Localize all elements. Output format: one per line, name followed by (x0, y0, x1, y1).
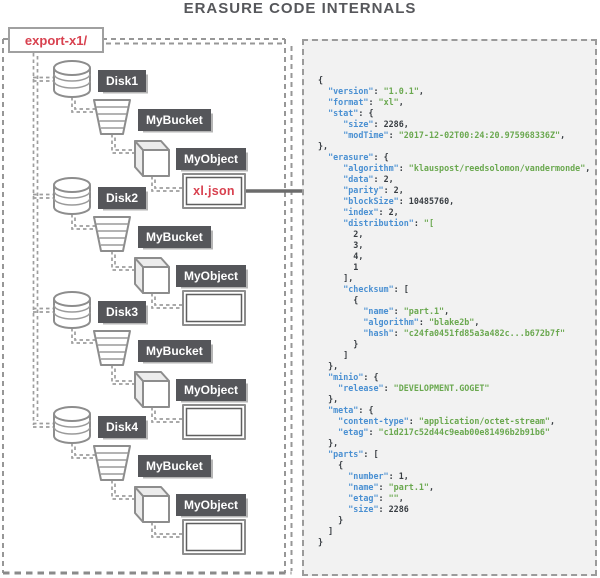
code-line: "modTime": "2017-12-02T00:24:20.97596833… (343, 130, 566, 140)
bucket-label-4: MyBucket (138, 455, 211, 477)
code-line: "parity": 2, (343, 185, 404, 195)
code-line: "number": 1, (348, 471, 409, 481)
code-line: "format": "xl", (328, 97, 404, 107)
code-line: } (318, 515, 344, 525)
export-root-label: export-x1/ (24, 32, 88, 48)
page-title: ERASURE CODE INTERNALS (183, 0, 417, 17)
connector-root-trunk (32, 53, 39, 425)
code-line: "algorithm": "blake2b", (363, 317, 480, 327)
object-label-1: MyObject (176, 148, 247, 170)
code-line: "name": "part.1", (363, 306, 450, 316)
bucket-label-2: MyBucket (138, 226, 211, 248)
bucket-label-1: MyBucket (138, 109, 211, 131)
code-line: }, (318, 394, 339, 404)
code-line: "index": 2, (343, 207, 399, 217)
disk-label-2: Disk2 (98, 187, 147, 209)
code-line: ] (318, 350, 349, 360)
code-line: "hash": "c24fa0451fd85a3a482c...b672b7f" (363, 328, 566, 338)
left-panel-border-right (284, 39, 293, 573)
object-label-3: MyObject (176, 379, 247, 401)
code-line: "parts": [ (328, 449, 379, 459)
code-line: 3, (353, 240, 364, 250)
code-line: "version": "1.0.1", (328, 86, 424, 96)
code-line: "algorithm": "klauspost/reedsolomon/vand… (343, 163, 591, 173)
code-line: "blockSize": 10485760, (343, 196, 455, 206)
code-line: "checksum": [ (343, 284, 409, 294)
code-line: "data": 2, (343, 174, 394, 184)
code-line: }, (318, 438, 339, 448)
code-line: 4, (353, 251, 364, 261)
bucket-label-3: MyBucket (138, 340, 211, 362)
code-line: "erasure": { (328, 152, 389, 162)
code-line: "distribution": "[ (343, 218, 434, 228)
object-label-4: MyObject (176, 494, 247, 516)
code-line: } (318, 537, 324, 547)
code-line: "content-type": "application/octet-strea… (338, 416, 556, 426)
code-line: }, (318, 141, 329, 151)
code-line: { (318, 75, 324, 85)
code-line: "stat": { (328, 108, 374, 118)
object-label-2: MyObject (176, 265, 247, 287)
code-line: ] (318, 526, 334, 536)
code-line: "release": "DEVELOPMENT.GOGET" (338, 383, 490, 393)
code-line: "etag": "c1d217c52d44c9eab00e81496b2b91b… (338, 427, 550, 437)
code-line: 2, (353, 229, 364, 239)
code-line: { (318, 460, 344, 470)
code-line: "name": "part.1", (348, 482, 435, 492)
disk-label-4: Disk4 (98, 416, 147, 438)
code-line: }, (318, 361, 339, 371)
code-line: 1 (353, 262, 359, 272)
code-line: "size": 2286 (348, 504, 409, 514)
code-panel: { "version": "1.0.1", "format": "xl", "s… (302, 39, 597, 576)
disk-label-1: Disk1 (98, 70, 147, 92)
code-line: "meta": { (328, 405, 374, 415)
xl-json-label: xl.json (193, 184, 235, 198)
export-root-box: export-x1/ (8, 27, 104, 53)
code-line: "etag": "", (348, 493, 404, 503)
disk-label-3: Disk3 (98, 301, 147, 323)
code-line: "size": 2286, (343, 119, 409, 129)
code-line: "minio": { (328, 372, 379, 382)
code-line: { (318, 295, 359, 305)
code-line: } (318, 339, 359, 349)
code-line: ], (318, 273, 354, 283)
json-code: { "version": "1.0.1", "format": "xl", "s… (304, 41, 595, 548)
